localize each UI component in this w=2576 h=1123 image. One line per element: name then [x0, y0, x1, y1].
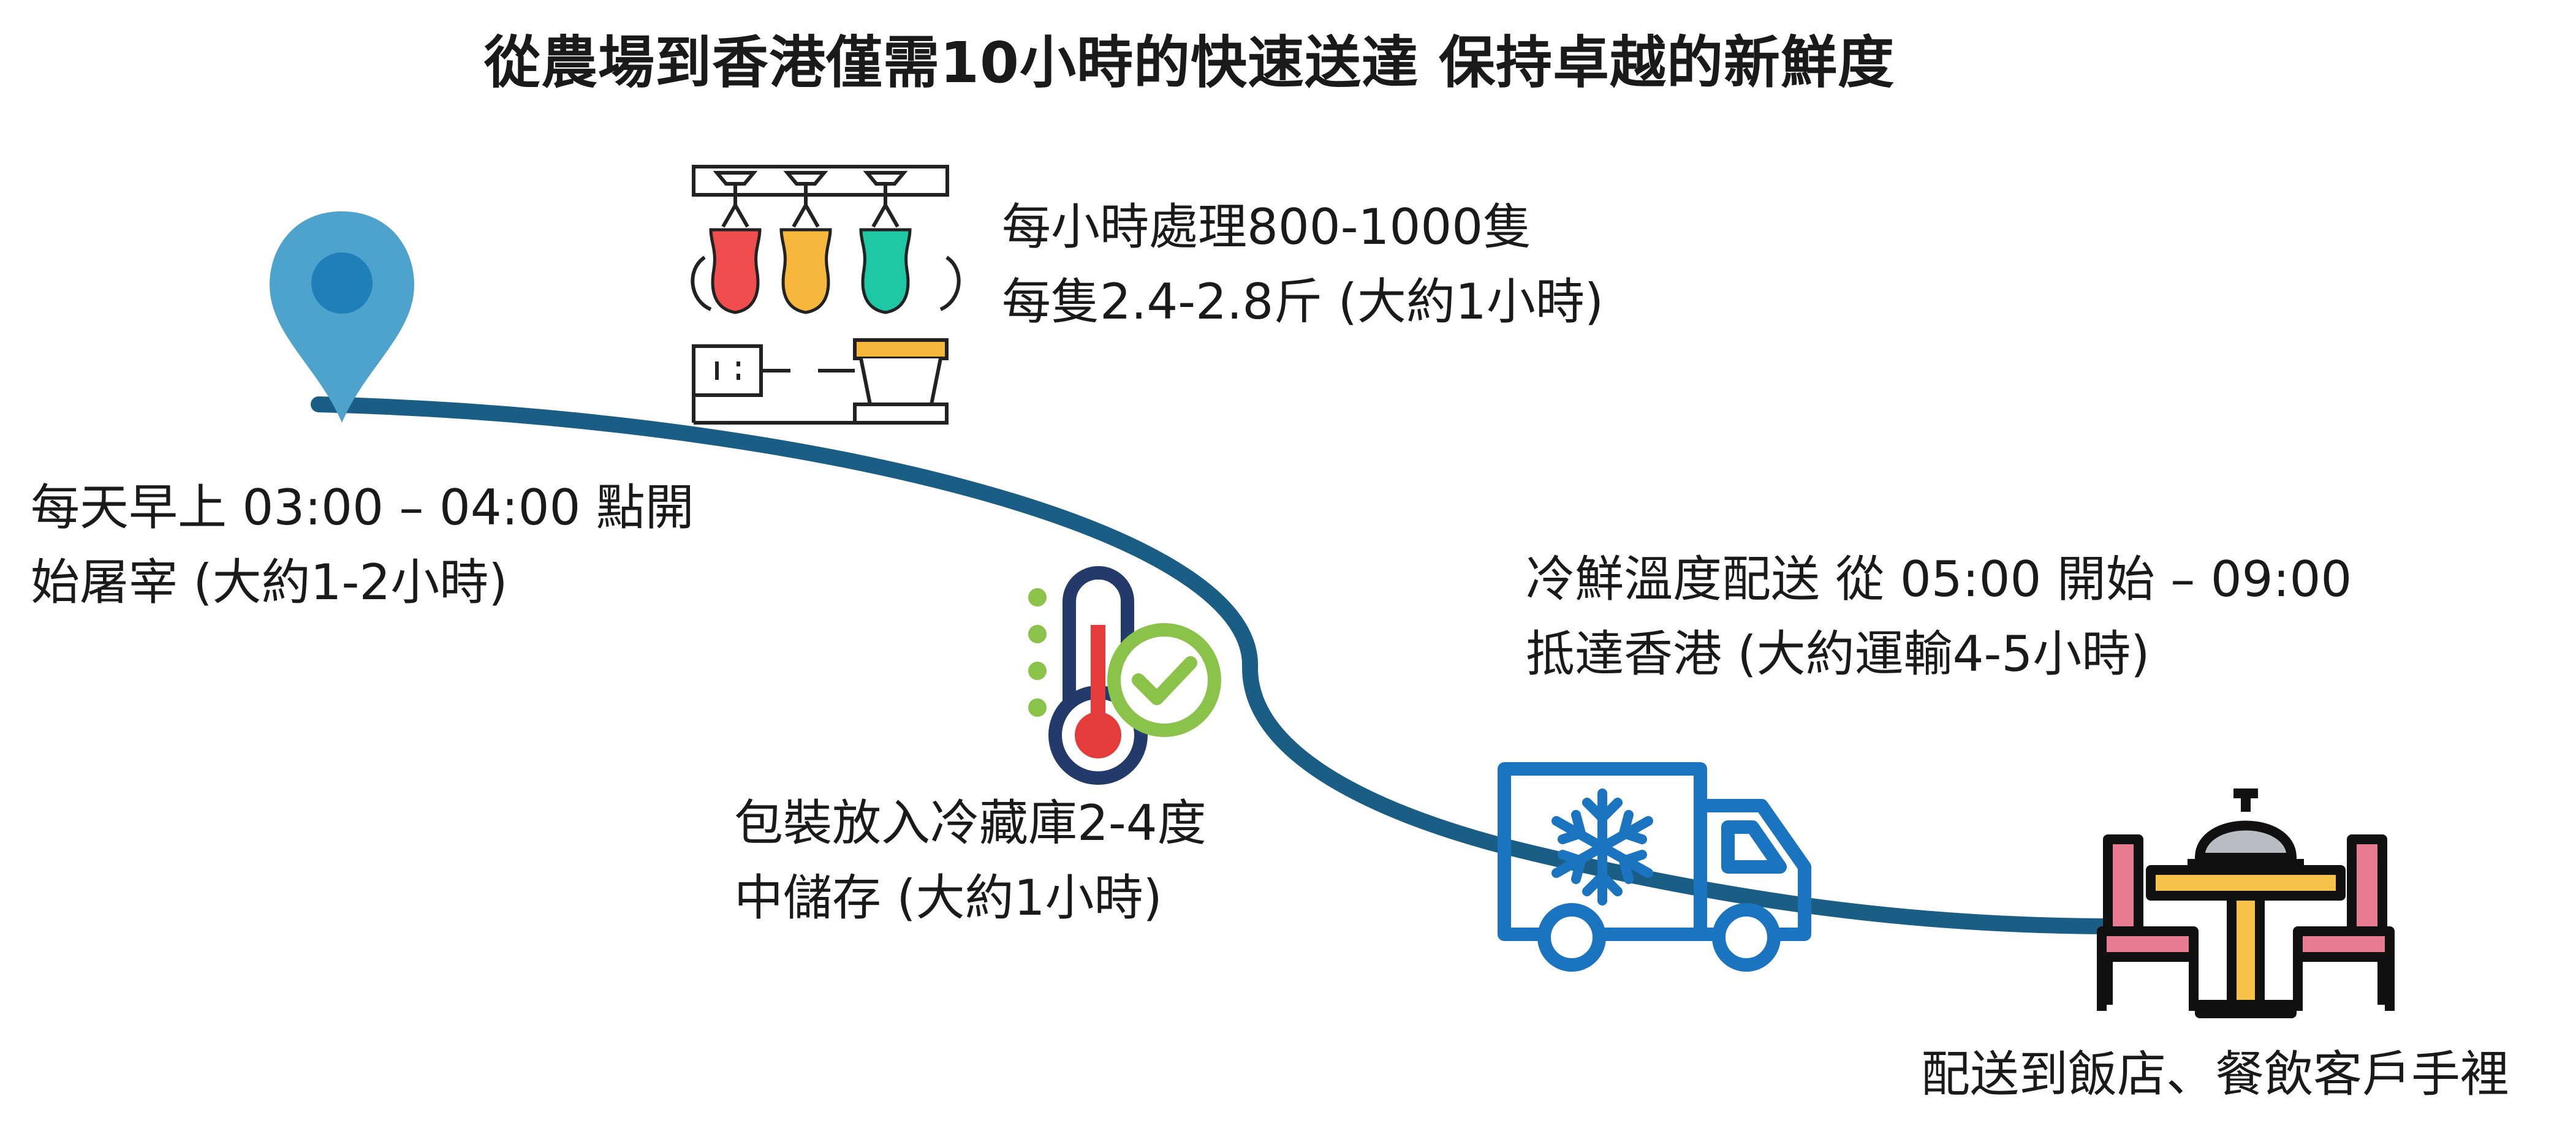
- thermometer-check-icon: [1028, 566, 1221, 785]
- step-slaughter-label: 每天早上 03:00 – 04:00 點開 始屠宰 (大約1-2小時): [31, 471, 694, 620]
- step-delivery-label: 冷鮮溫度配送 從 05:00 開始 – 09:00 抵達香港 (大約運輸4-5小…: [1526, 542, 2352, 692]
- poultry-processing-icon: [691, 165, 961, 425]
- refrigerated-truck-icon: [1498, 762, 1811, 972]
- snowflake-icon: [1551, 788, 1653, 906]
- map-pin-icon: [270, 211, 414, 423]
- step-processing-line-1: 每小時處理800-1000隻: [1002, 199, 1532, 255]
- step-restaurant-line-1: 配送到飯店、餐飲客戶手裡: [1921, 1046, 2509, 1103]
- step-processing-label: 每小時處理800-1000隻 每隻2.4-2.8斤 (大約1小時): [1002, 190, 1604, 339]
- step-restaurant-label: 配送到飯店、餐飲客戶手裡: [1921, 1037, 2509, 1112]
- step-slaughter-line-2: 始屠宰 (大約1-2小時): [31, 554, 508, 611]
- step-delivery-line-2: 抵達香港 (大約運輸4-5小時): [1526, 626, 2150, 682]
- step-cold-storage-line-1: 包裝放入冷藏庫2-4度: [734, 795, 1207, 852]
- step-cold-storage-line-2: 中儲存 (大約1小時): [734, 869, 1162, 926]
- step-cold-storage-label: 包裝放入冷藏庫2-4度 中儲存 (大約1小時): [734, 786, 1207, 936]
- step-delivery-line-1: 冷鮮溫度配送 從 05:00 開始 – 09:00: [1526, 551, 2352, 608]
- diagram-title: 從農場到香港僅需10小時的快速送達 保持卓越的新鮮度: [484, 30, 1895, 96]
- restaurant-table-icon: [2097, 788, 2395, 1018]
- step-processing-line-2: 每隻2.4-2.8斤 (大約1小時): [1002, 273, 1604, 330]
- step-slaughter-line-1: 每天早上 03:00 – 04:00 點開: [31, 479, 694, 536]
- route-line: [311, 396, 2110, 934]
- hanging-chickens: [709, 228, 912, 314]
